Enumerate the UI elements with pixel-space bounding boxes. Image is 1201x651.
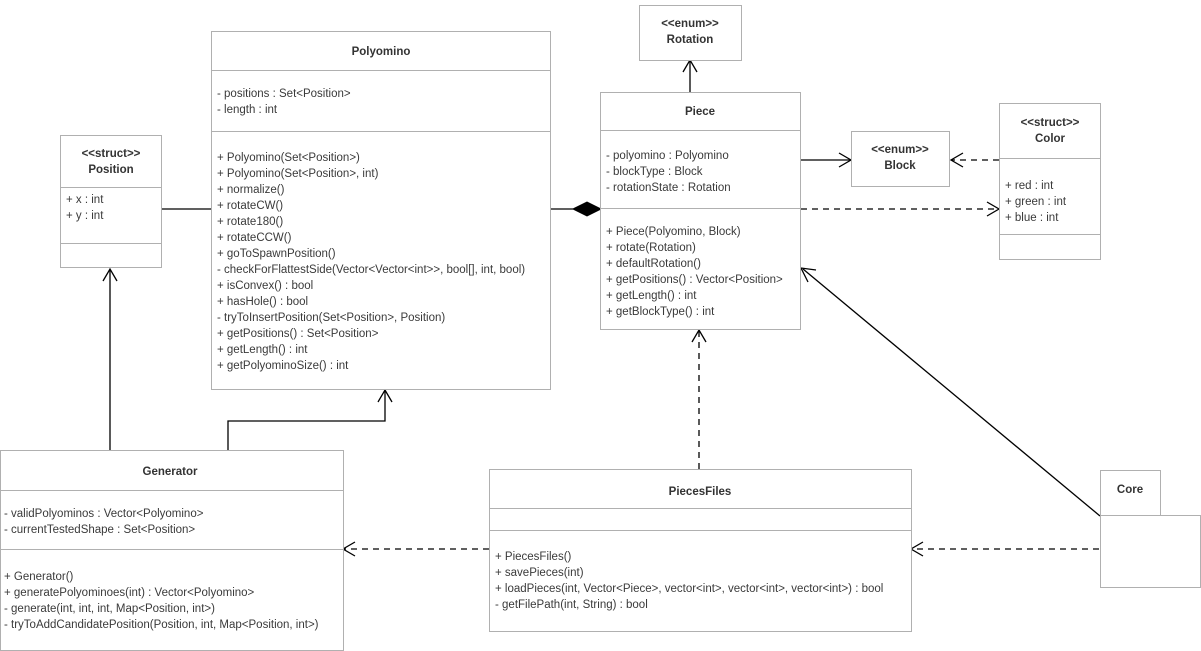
class-attribute: + red : int bbox=[1005, 180, 1054, 192]
class-method: + Polyomino(Set<Position>) bbox=[217, 152, 360, 164]
class-name: Color bbox=[1035, 133, 1066, 145]
class-box-piecesfiles[interactable]: PiecesFiles + PiecesFiles() + savePieces… bbox=[489, 469, 912, 632]
class-stereotype: <<enum>> bbox=[871, 144, 929, 156]
edge-piecesfiles-generator bbox=[341, 541, 489, 557]
class-method: + rotateCCW() bbox=[217, 232, 292, 244]
class-attribute: + green : int bbox=[1005, 196, 1067, 208]
class-method: + isConvex() : bool bbox=[217, 280, 313, 292]
class-method: - generate(int, int, int, Map<Position, … bbox=[4, 603, 215, 615]
edge-generator-polyomino bbox=[227, 388, 393, 450]
class-method: - tryToInsertPosition(Set<Position>, Pos… bbox=[217, 312, 445, 324]
edge-piece-rotation bbox=[682, 58, 698, 92]
class-method: + Piece(Polyomino, Block) bbox=[606, 226, 741, 238]
class-attribute: - blockType : Block bbox=[606, 166, 703, 178]
edge-core-piecesfiles bbox=[909, 541, 1099, 557]
class-box-generator[interactable]: Generator - validPolyominos : Vector<Pol… bbox=[0, 450, 344, 651]
class-box-color[interactable]: <<struct>> Color + red : int + green : i… bbox=[999, 103, 1101, 260]
class-method: - getFilePath(int, String) : bool bbox=[495, 599, 648, 611]
class-method: + generatePolyominoes(int) : Vector<Poly… bbox=[4, 587, 255, 599]
class-name: Position bbox=[88, 164, 133, 176]
class-method: + savePieces(int) bbox=[495, 567, 584, 579]
class-name: PiecesFiles bbox=[669, 486, 732, 498]
class-box-block[interactable]: <<enum>> Block bbox=[851, 131, 950, 187]
class-box-core[interactable]: Core bbox=[1100, 470, 1201, 588]
class-method: + getBlockType() : int bbox=[606, 306, 715, 318]
class-stereotype: <<enum>> bbox=[661, 18, 719, 30]
class-method: + hasHole() : bool bbox=[217, 296, 308, 308]
class-name: Polyomino bbox=[352, 46, 411, 58]
relationship-layer bbox=[102, 58, 1101, 557]
class-attribute: + blue : int bbox=[1005, 212, 1059, 224]
class-attribute: - rotationState : Rotation bbox=[606, 182, 731, 194]
class-method: + normalize() bbox=[217, 184, 285, 196]
class-method: + rotateCW() bbox=[217, 200, 283, 212]
class-method: + goToSpawnPosition() bbox=[217, 248, 336, 260]
class-method: + rotate180() bbox=[217, 216, 283, 228]
class-attribute: - currentTestedShape : Set<Position> bbox=[4, 524, 195, 536]
class-method: + Generator() bbox=[4, 571, 74, 583]
class-attribute: - length : int bbox=[217, 104, 278, 116]
class-method: + getPositions() : Set<Position> bbox=[217, 328, 379, 340]
class-stereotype: <<struct>> bbox=[1021, 117, 1080, 129]
class-method: + getPolyominoSize() : int bbox=[217, 360, 349, 372]
class-method: - tryToAddCandidatePosition(Position, in… bbox=[4, 619, 319, 631]
edge-piecesfiles-piece bbox=[691, 328, 707, 469]
class-box-piece[interactable]: Piece - polyomino : Polyomino - blockTyp… bbox=[600, 92, 801, 330]
class-method: + loadPieces(int, Vector<Piece>, vector<… bbox=[495, 583, 883, 595]
edge-piece-block bbox=[800, 152, 853, 168]
class-attribute: - polyomino : Polyomino bbox=[606, 150, 729, 162]
edge-color-block bbox=[949, 152, 999, 168]
class-method: - checkForFlattestSide(Vector<Vector<int… bbox=[217, 264, 525, 276]
class-method: + Polyomino(Set<Position>, int) bbox=[217, 168, 379, 180]
class-name: Generator bbox=[143, 466, 198, 478]
class-name: Core bbox=[1117, 484, 1143, 496]
class-attribute: - validPolyominos : Vector<Polyomino> bbox=[4, 508, 204, 520]
class-method: + defaultRotation() bbox=[606, 258, 701, 270]
class-name: Piece bbox=[685, 106, 715, 118]
class-box-rotation[interactable]: <<enum>> Rotation bbox=[639, 5, 742, 61]
class-method: + getLength() : int bbox=[606, 290, 697, 302]
class-box-polyomino[interactable]: Polyomino - positions : Set<Position> - … bbox=[211, 31, 551, 390]
class-method: + getLength() : int bbox=[217, 344, 308, 356]
edge-piece-color bbox=[801, 201, 1001, 217]
class-method: + rotate(Rotation) bbox=[606, 242, 696, 254]
class-attribute: + x : int bbox=[66, 194, 104, 206]
class-name: Block bbox=[884, 160, 916, 172]
class-stereotype: <<struct>> bbox=[82, 148, 141, 160]
class-method: + PiecesFiles() bbox=[495, 551, 572, 563]
class-attribute: - positions : Set<Position> bbox=[217, 88, 351, 100]
class-name: Rotation bbox=[667, 34, 714, 46]
class-method: + getPositions() : Vector<Position> bbox=[606, 274, 783, 286]
class-attribute: + y : int bbox=[66, 210, 104, 222]
edge-generator-position bbox=[102, 267, 118, 450]
edge-polyomino-piece bbox=[551, 201, 603, 217]
class-box-position[interactable]: <<struct>> Position + x : int + y : int bbox=[60, 135, 162, 268]
